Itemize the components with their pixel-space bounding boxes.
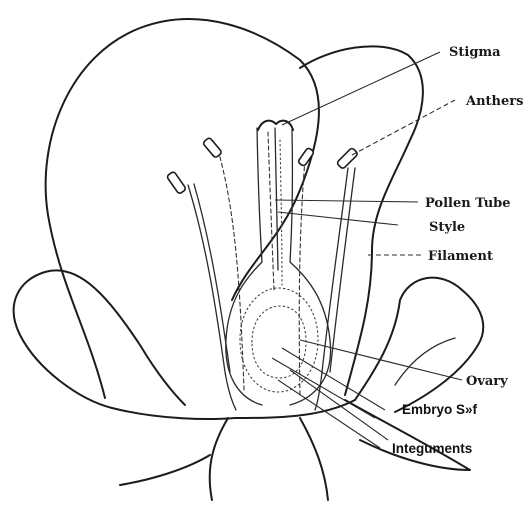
label-pollen-tube: Pollen Tube [425, 196, 511, 211]
label-integuments: Integuments [392, 441, 472, 456]
leader-embryo-2 [272, 358, 375, 418]
filament-far-right-b [330, 168, 355, 372]
label-filament: Filament [428, 249, 493, 264]
leader-style [278, 212, 398, 225]
pistil-left-wall [226, 128, 262, 405]
stalk-left [210, 418, 228, 500]
leader-stigma [282, 52, 440, 125]
petal-lower-left [14, 270, 185, 408]
label-style: Style [429, 220, 465, 235]
anther-far-left [166, 171, 186, 194]
leader-integuments-2 [278, 380, 380, 448]
petal-upper-left [46, 19, 319, 398]
leader-integuments-1 [290, 370, 388, 440]
sepal-bottom-left [120, 455, 210, 485]
petal-lower-right [355, 278, 483, 412]
petal-lower-right-inner [395, 338, 455, 385]
label-ovary: Ovary [466, 374, 508, 389]
pistil-right-wall [290, 130, 331, 405]
anther-far-right [336, 147, 358, 169]
filament-far-left [188, 185, 236, 410]
pollen-tube-line [275, 128, 278, 270]
label-anthers: Anthers [465, 94, 523, 109]
anther-mid-left [203, 137, 223, 158]
style-center-dash [268, 132, 274, 290]
leader-pollen-tube [275, 200, 418, 202]
label-embryo-sac: Embryo S»f [402, 402, 478, 417]
leader-anthers [352, 100, 455, 155]
stalk-right [300, 418, 328, 500]
ovary-inner-2 [252, 306, 306, 378]
filament-far-right [315, 168, 348, 410]
filament-far-left-b [194, 184, 230, 372]
label-stigma: Stigma [449, 45, 501, 60]
